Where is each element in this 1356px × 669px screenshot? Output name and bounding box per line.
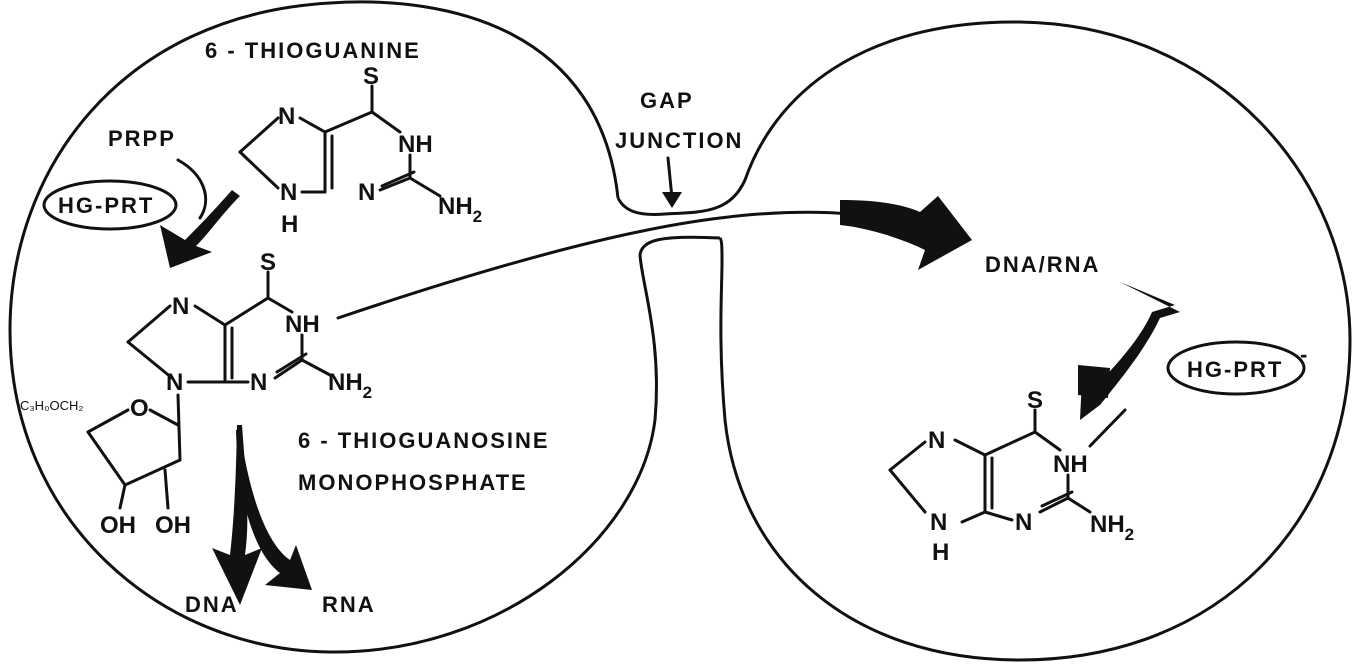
hgprt-link-line bbox=[1088, 408, 1127, 448]
transfer-line bbox=[336, 210, 907, 320]
atom-s: S bbox=[363, 63, 379, 90]
atom-nh: NH bbox=[398, 131, 433, 158]
atom-nh2: NH2 bbox=[328, 369, 372, 402]
dna-label: DNA bbox=[185, 592, 239, 617]
gap-label: GAP bbox=[640, 88, 694, 113]
thioguanosine-label-line2: MONOPHOSPHATE bbox=[298, 470, 528, 495]
hgprt-right-ellipse bbox=[1166, 340, 1306, 396]
sugar-group-label: C₃H₀OCH₂ bbox=[20, 398, 83, 413]
incorporation-arrow-body bbox=[1078, 365, 1110, 398]
dna-rna-right-label: DNA/RNA bbox=[985, 252, 1100, 277]
transfer-arrowhead bbox=[840, 196, 972, 270]
hgprt-left-label: HG-PRT bbox=[58, 193, 154, 218]
atom-h: H bbox=[932, 539, 949, 566]
atom-s: S bbox=[1027, 387, 1043, 414]
hgprt-left-ellipse bbox=[42, 179, 178, 231]
thioguanine-right-structure bbox=[888, 408, 1092, 524]
hgprt-right-mark: - bbox=[1300, 342, 1309, 367]
prpp-label: PRPP bbox=[108, 126, 176, 151]
atom-oh: OH bbox=[100, 512, 136, 539]
atom-oh: OH bbox=[155, 512, 191, 539]
left-cell-membrane bbox=[8, 0, 721, 654]
thioguanine-label: 6 - THIOGUANINE bbox=[205, 38, 421, 63]
atom-n: N bbox=[928, 427, 945, 454]
rna-label: RNA bbox=[322, 592, 376, 617]
incorporation-arrow bbox=[1080, 282, 1180, 420]
atom-n: N bbox=[358, 179, 375, 206]
hgprt-right-label: HG-PRT bbox=[1187, 357, 1283, 382]
atom-o: O bbox=[130, 395, 149, 422]
right-cell-membrane bbox=[616, 20, 1352, 662]
atom-h: H bbox=[281, 211, 298, 238]
atom-n: N bbox=[278, 103, 295, 130]
atom-n: N bbox=[166, 369, 183, 396]
thioguanosine-structure bbox=[86, 270, 332, 510]
atom-n: N bbox=[250, 369, 267, 396]
atom-n: N bbox=[930, 509, 947, 536]
atom-n: N bbox=[1015, 509, 1032, 536]
atom-s: S bbox=[260, 249, 276, 276]
synthesis-arrow bbox=[160, 190, 240, 268]
atom-n: N bbox=[172, 293, 189, 320]
junction-arrow-line bbox=[666, 156, 674, 200]
prpp-arrow-line bbox=[176, 158, 208, 220]
rna-arrow bbox=[236, 430, 312, 590]
atom-nh2: NH2 bbox=[1090, 511, 1134, 544]
junction-label: JUNCTION bbox=[615, 128, 743, 153]
thioguanine-structure bbox=[238, 84, 442, 198]
dna-arrow bbox=[212, 425, 262, 605]
atom-nh: NH bbox=[1053, 451, 1088, 478]
junction-arrowhead bbox=[662, 192, 682, 208]
atom-nh2: NH2 bbox=[438, 193, 482, 226]
atom-nh: NH bbox=[285, 311, 320, 338]
atom-n: N bbox=[280, 179, 297, 206]
thioguanosine-label-line1: 6 - THIOGUANOSINE bbox=[298, 428, 550, 453]
